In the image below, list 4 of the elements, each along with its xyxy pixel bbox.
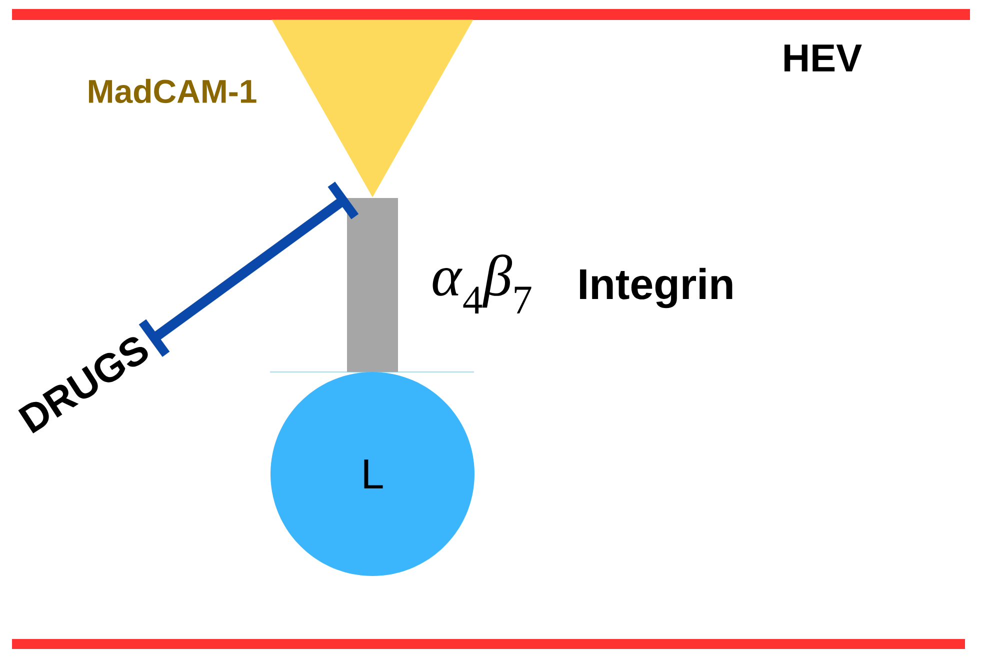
label: HEV xyxy=(784,44,862,72)
label: Integrin xyxy=(580,268,732,308)
formula-label: α$_{4}$β$_{7}$ xyxy=(432,254,532,314)
label: MadCAM-1 xyxy=(88,78,256,104)
